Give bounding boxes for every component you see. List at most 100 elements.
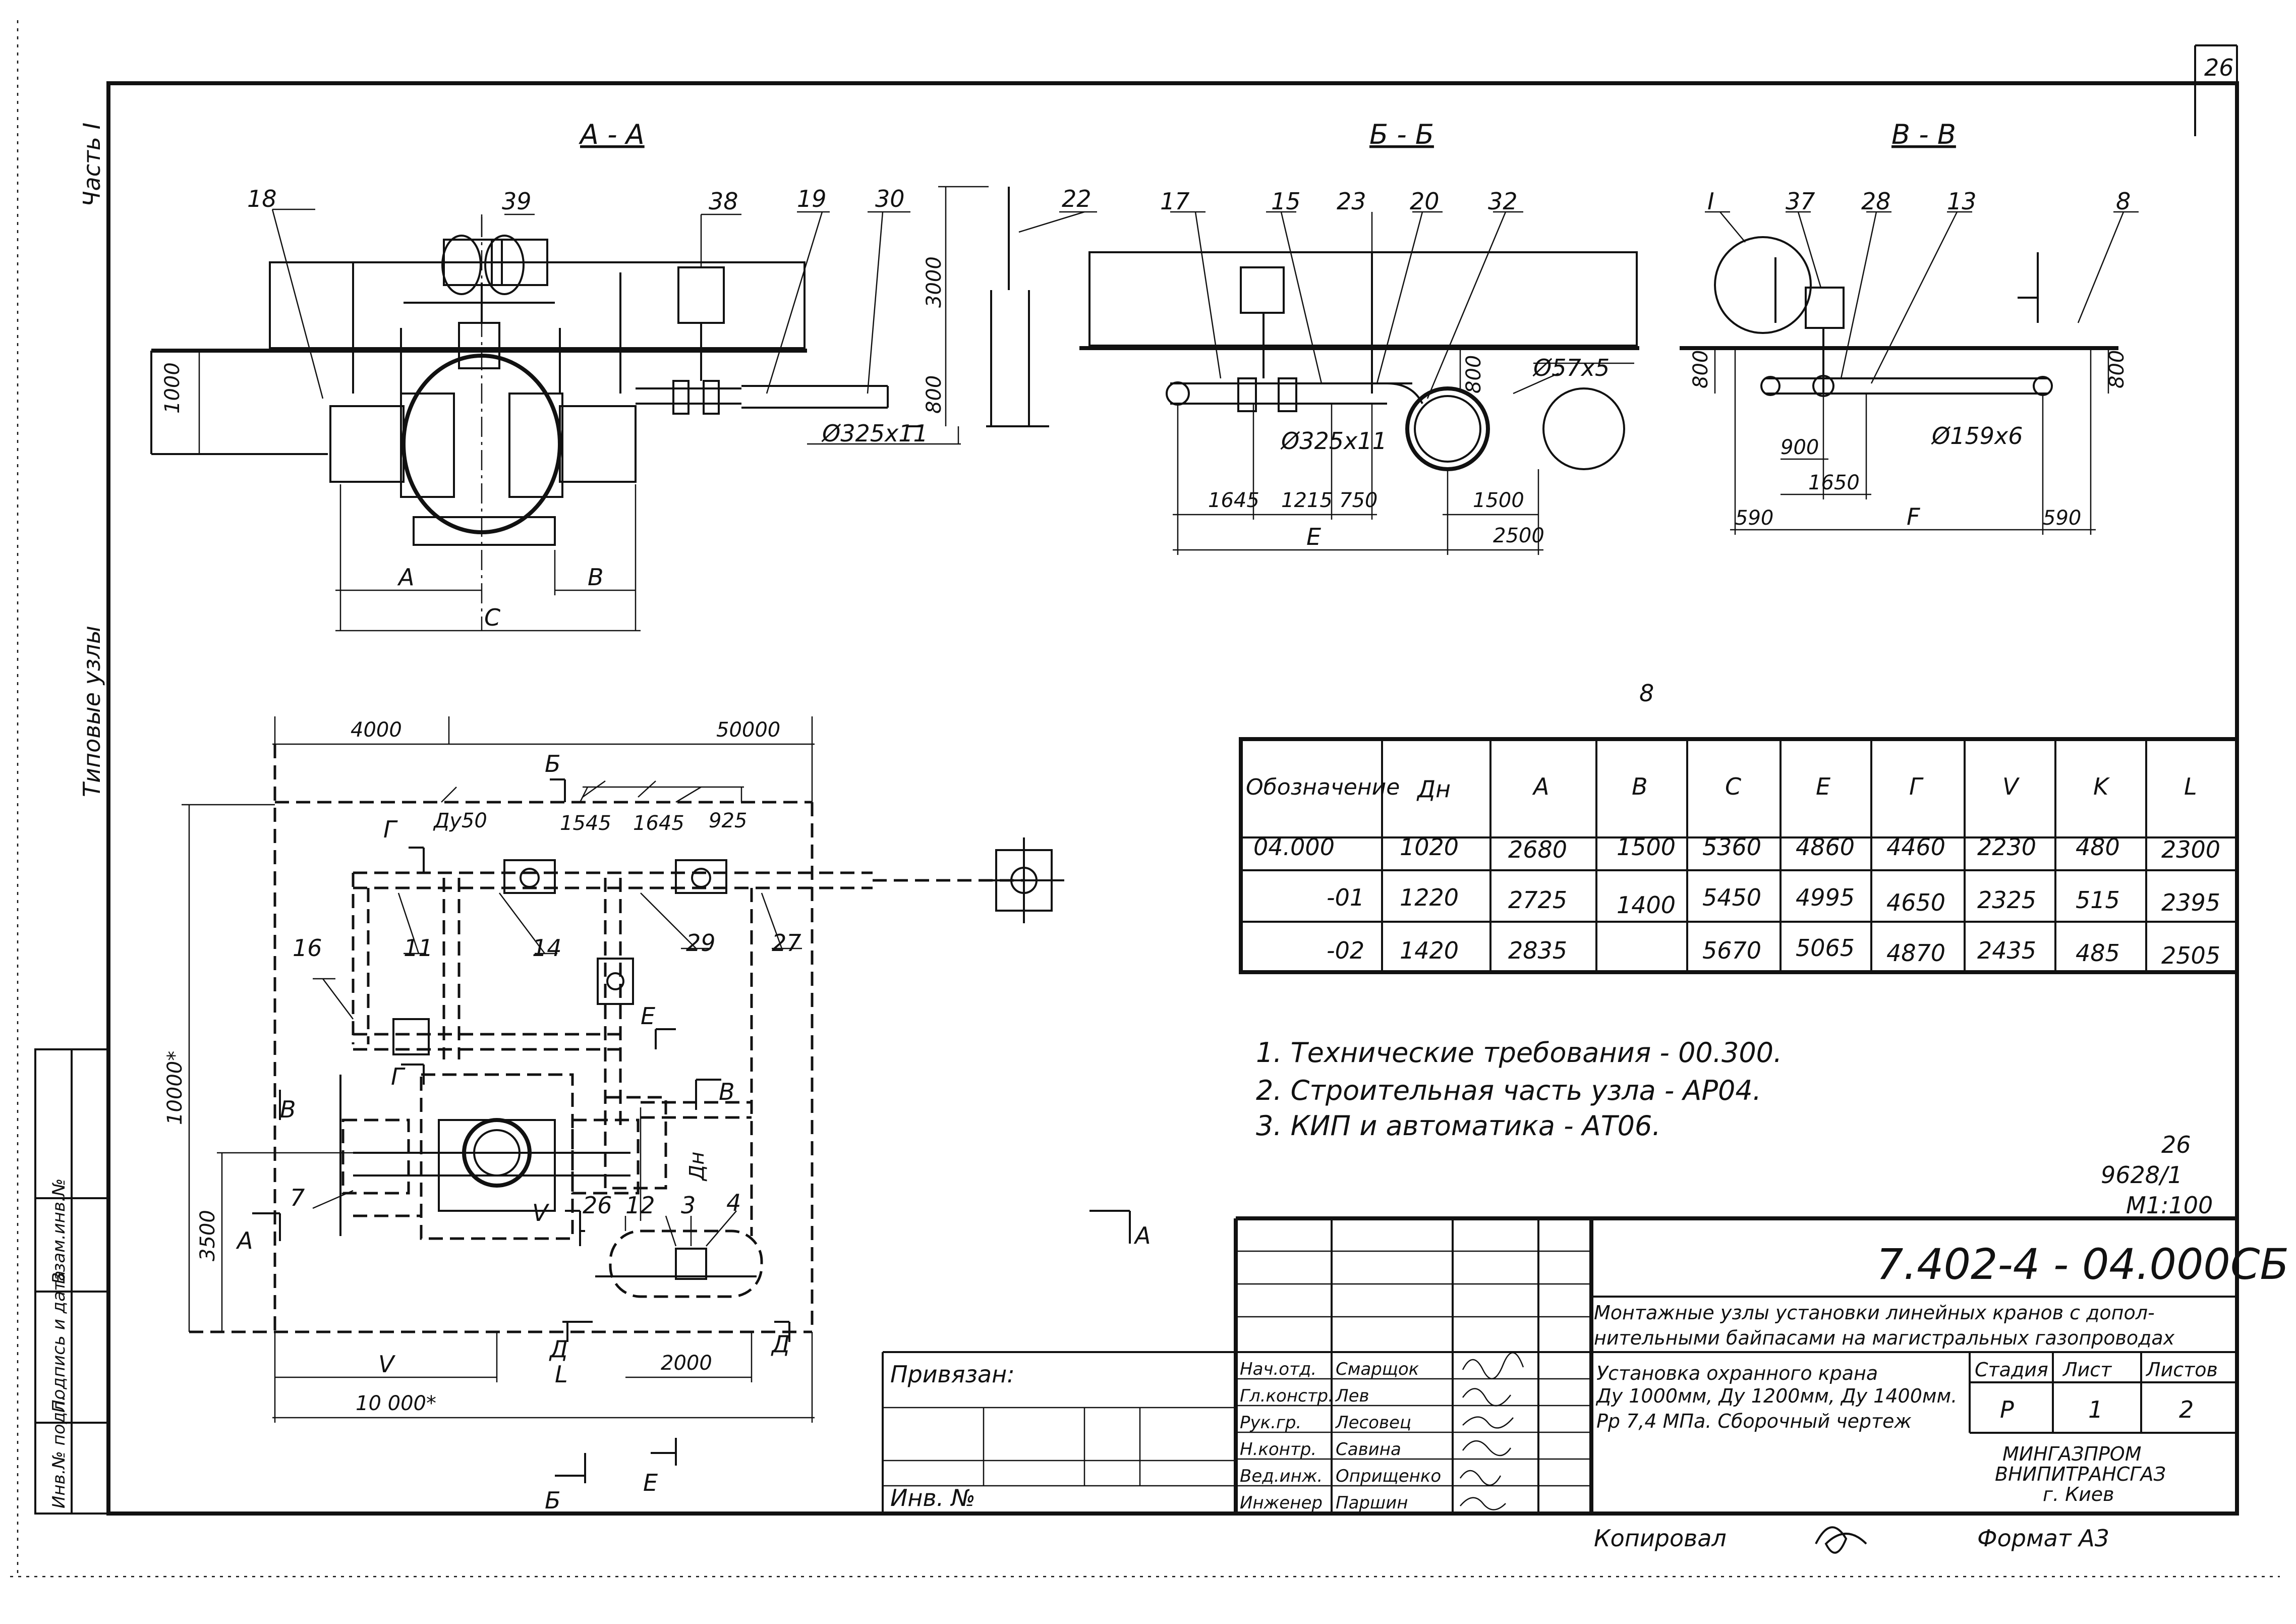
table-cell: 5450 — [1702, 884, 1761, 911]
title-line-1: Монтажные узлы установки линейных кранов… — [1594, 1302, 2155, 1324]
plan-dim-1545: 1545 — [560, 812, 611, 835]
strip-inv-podl: Инв.№ подл. — [49, 1395, 69, 1508]
left-strip — [34, 1048, 109, 1515]
plan-dim-925: 925 — [709, 809, 747, 832]
aa-dim-3000: 3000 — [923, 256, 946, 308]
name-0: Смарщок — [1336, 1359, 1419, 1379]
table-cell: 1220 — [1400, 884, 1459, 911]
table-header: L — [2184, 773, 2197, 800]
plan-callout-27: 27 — [772, 929, 801, 957]
section-vv — [1680, 211, 2139, 535]
vv-dim-800a: 800 — [1689, 350, 1712, 388]
plan-dim-dn: Дн — [685, 1152, 709, 1182]
mark-b-bottom: Б — [545, 1487, 561, 1514]
bb-dim-1215: 1215 — [1281, 489, 1333, 512]
bb-dim-750: 750 — [1339, 489, 1377, 512]
aa-dim-b: B — [588, 564, 604, 591]
privyazan-label: Привязан: — [890, 1361, 1015, 1388]
table-header: A — [1532, 773, 1549, 800]
aa-callout-22: 22 — [1062, 185, 1092, 212]
table-cell: 2725 — [1508, 886, 1567, 914]
title-line-2: нительными байпасами на магистральных га… — [1594, 1327, 2175, 1349]
subtitle-line-2: Ду 1000мм, Ду 1200мм, Ду 1400мм. — [1595, 1385, 1957, 1407]
table-cell: 2680 — [1508, 836, 1567, 863]
mark-d1: Д — [549, 1335, 568, 1363]
plan-dim-10000h: 10 000* — [356, 1392, 436, 1415]
aa-callout-19: 19 — [797, 185, 827, 212]
side-label-series: Типовые узлы — [78, 626, 105, 797]
vv-dim-1650: 1650 — [1808, 471, 1860, 494]
table-header: V — [2002, 773, 2020, 800]
plan-callout-16: 16 — [293, 934, 322, 962]
sheets-value: 2 — [2179, 1396, 2194, 1423]
vv-dim-f: F — [1907, 503, 1920, 530]
plan-callout-14: 14 — [532, 934, 562, 962]
plan-callout-3: 3 — [681, 1192, 696, 1219]
copied-label: Копировал — [1594, 1525, 1727, 1552]
bb-dim-1645: 1645 — [1208, 489, 1259, 512]
note-2: 2. Строительная часть узла - АР04. — [1256, 1075, 1761, 1106]
table-cell: 4995 — [1796, 884, 1855, 911]
role-4: Вед.инж. — [1240, 1466, 1323, 1486]
table-cell: 5670 — [1702, 937, 1761, 964]
sheet-label: Лист — [2062, 1359, 2112, 1381]
bb-dim-1500: 1500 — [1473, 489, 1524, 512]
table-header: C — [1725, 773, 1741, 800]
title-doc-code: 7.402-4 - 04.000СБ — [1876, 1240, 2289, 1289]
table-cell: 4860 — [1796, 833, 1855, 861]
role-5: Инженер — [1240, 1493, 1323, 1513]
copier-signature — [1815, 1526, 1867, 1554]
page-number: 26 — [2204, 54, 2234, 81]
bb-callout-32: 32 — [1488, 188, 1518, 215]
org-line-3: г. Киев — [2043, 1483, 2114, 1505]
vv-callout-8: 8 — [2116, 188, 2131, 215]
side-label-part: Часть I — [78, 123, 105, 207]
registration-scale: М1:100 — [2126, 1192, 2213, 1219]
mark-d2: Д — [771, 1330, 790, 1358]
mark-g2: Г — [391, 1063, 406, 1090]
vv-callout-13: 13 — [1947, 188, 1977, 215]
table-cell: 485 — [2076, 939, 2120, 967]
plan-dim-1645: 1645 — [633, 812, 684, 835]
vv-callout-i: I — [1707, 188, 1714, 215]
table-cell: -02 — [1327, 937, 1364, 964]
vv-dim-pipe: Ø159x6 — [1931, 422, 2023, 450]
plan-dim-dy50: Ду50 — [433, 809, 487, 832]
table-cell: 2395 — [2161, 889, 2220, 916]
role-1: Гл.констр. — [1240, 1386, 1334, 1406]
subtitle-line-1: Установка охранного крана — [1596, 1362, 1878, 1384]
table-cell: 2300 — [2161, 836, 2220, 863]
bb-callout-17: 17 — [1160, 188, 1190, 215]
aa-dim-c: C — [484, 604, 500, 631]
table-cell: 2325 — [1977, 886, 2036, 914]
plan-view — [182, 716, 1131, 1483]
table-header: Обозначение — [1246, 774, 1400, 800]
section-bb — [1079, 211, 1639, 555]
name-1: Лев — [1335, 1386, 1369, 1406]
plan-callout-12: 12 — [625, 1192, 655, 1219]
note-1: 1. Технические требования - 00.300. — [1256, 1037, 1782, 1069]
vv-callout-28: 28 — [1861, 188, 1891, 215]
plan-dim-3500: 3500 — [196, 1210, 219, 1261]
table-cell: 1500 — [1617, 833, 1676, 861]
vv-dim-900: 900 — [1781, 436, 1819, 459]
mark-8: 8 — [1639, 680, 1654, 707]
bb-callout-23: 23 — [1337, 188, 1366, 215]
vv-dim-800b: 800 — [2105, 350, 2129, 388]
table-cell: 2505 — [2161, 942, 2220, 969]
table-cell: 2230 — [1977, 833, 2036, 861]
table-cell: 1020 — [1400, 833, 1459, 861]
vv-dim-590b: 590 — [2043, 507, 2081, 530]
mark-vv: V — [532, 1199, 550, 1226]
aa-callout-38: 38 — [709, 188, 738, 215]
table-header: Дн — [1416, 775, 1451, 803]
registration-number: 26 — [2161, 1131, 2191, 1158]
aa-dim-a: A — [397, 564, 414, 591]
vv-callout-37: 37 — [1786, 188, 1815, 215]
mark-e1: Е — [641, 1002, 655, 1030]
bb-dim-800: 800 — [1462, 355, 1485, 394]
org-line-1: МИНГАЗПРОМ — [2002, 1443, 2142, 1465]
sheet-value: 1 — [2088, 1396, 2103, 1423]
table-header: B — [1632, 773, 1648, 800]
